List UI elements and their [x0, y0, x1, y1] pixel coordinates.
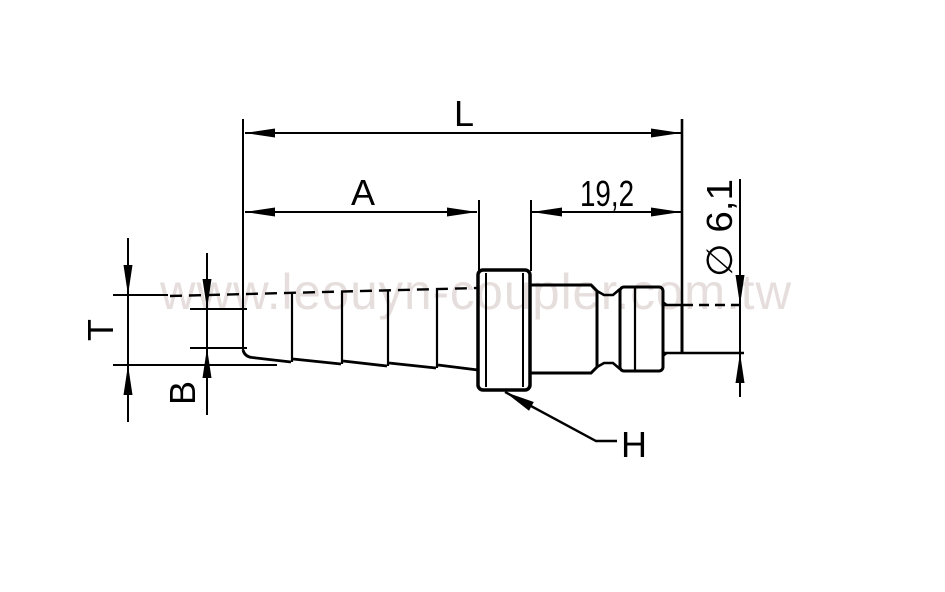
label-tail-diameter: T	[80, 319, 121, 341]
watermark-text: www.leouyn-coupler.com.tw	[159, 264, 792, 320]
plug-body	[531, 283, 599, 375]
arrow-B-top	[202, 279, 212, 309]
label-hex-size: H	[621, 424, 647, 465]
barb-bottom-segment	[342, 359, 388, 368]
arrow-19-2-left	[532, 207, 562, 217]
part-outline	[169, 268, 744, 392]
barb-bottom-segment	[388, 361, 437, 370]
neck-groove-bottom	[596, 361, 621, 370]
locking-ring	[618, 285, 665, 373]
dimension-tip-diameter: ∅ 6,1	[683, 179, 745, 397]
leader-H: H	[504, 390, 647, 465]
barb-bottom-segment	[292, 357, 342, 366]
arrow-L-right	[651, 128, 681, 138]
dimension-B: B	[162, 253, 247, 415]
neck-groove-top	[596, 288, 621, 297]
arrow-19-2-right	[651, 207, 681, 217]
label-tip-diameter: ∅ 6,1	[699, 179, 740, 277]
barb-end-fillet	[241, 349, 253, 359]
label-overall-length: L	[454, 93, 474, 134]
arrow-A-right	[447, 207, 477, 217]
dimension-L: L	[245, 93, 681, 138]
arrow-L-left	[245, 128, 275, 138]
dimension-A: A	[245, 172, 477, 217]
arrow-A-left	[245, 207, 275, 217]
label-bore-diameter: B	[162, 381, 203, 405]
arrow-tip-bottom	[735, 353, 745, 383]
arrow-T-top	[123, 265, 133, 295]
dimension-T: T	[80, 238, 277, 422]
barb-taper-hidden-line	[169, 286, 479, 298]
hex-flange	[476, 268, 532, 392]
arrow-H-leader	[505, 392, 534, 411]
arrow-tip-top	[735, 275, 745, 305]
label-plug-length: 19,2	[580, 173, 634, 214]
arrow-T-bottom	[123, 365, 133, 395]
barb-bottom-segment	[251, 356, 292, 364]
arrow-B-bottom	[202, 348, 212, 378]
leader-line-H	[504, 390, 617, 443]
barb-bottom-segment	[437, 363, 479, 372]
dimension-19-2: 19,2	[532, 173, 681, 217]
label-tail-length: A	[351, 172, 375, 213]
